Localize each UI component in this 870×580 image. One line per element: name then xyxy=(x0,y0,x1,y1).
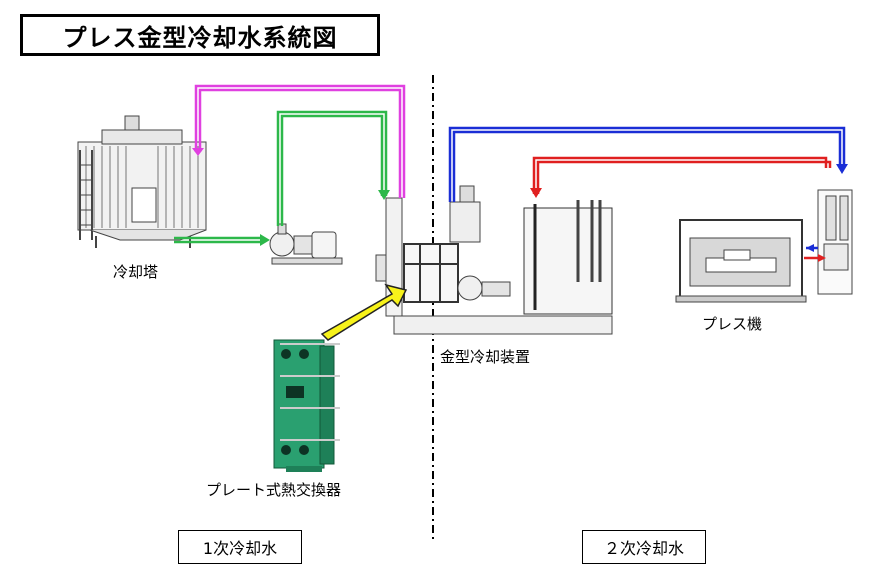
mold-cooler-label: 金型冷却装置 xyxy=(440,348,531,366)
press-manifold-drawing xyxy=(817,189,853,295)
pump-drawing xyxy=(269,223,343,265)
plate-hx-label: プレート式熱交換器 xyxy=(206,481,342,499)
magenta-pipe xyxy=(194,84,406,198)
press-label: プレス機 xyxy=(702,315,763,333)
red-pipe xyxy=(532,156,832,260)
press-machine-drawing xyxy=(675,219,807,303)
plate-heat-exchanger-drawing xyxy=(273,339,340,472)
secondary-zone-label: ２次冷却水 xyxy=(582,530,706,564)
green-pipe xyxy=(174,110,388,244)
diagram-title: プレス金型冷却水系統図 xyxy=(20,14,380,56)
cooling-tower-drawing xyxy=(77,115,207,248)
cooling-tower-label: 冷却塔 xyxy=(113,263,159,281)
flow-arrowheads xyxy=(192,148,848,262)
hx-pointer-arrow xyxy=(320,283,408,341)
primary-zone-label: 1次冷却水 xyxy=(178,530,302,564)
mold-cooling-unit-drawing xyxy=(375,185,613,335)
